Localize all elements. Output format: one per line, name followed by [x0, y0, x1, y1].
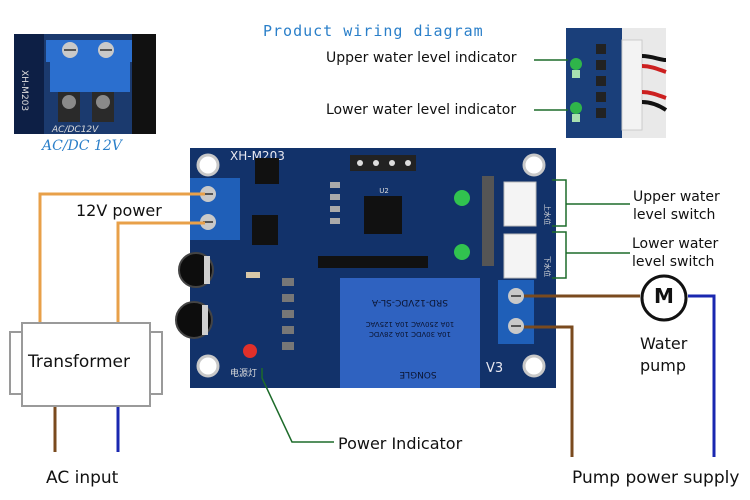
ac-input-label: AC input: [46, 468, 119, 488]
water-pump-label: Water pump: [640, 333, 687, 377]
lower-indicator-label: Lower water level indicator: [326, 102, 517, 118]
pump-line1: Water: [640, 334, 688, 353]
lower-connector-text: 下水位: [543, 256, 552, 277]
inset-caption: AC/DC 12V: [42, 138, 122, 154]
motor-icon: [640, 274, 688, 322]
upper-connector-text: 上水位: [543, 204, 552, 225]
board-version: V3: [486, 361, 503, 376]
lower-switch-label: Lower water level switch: [632, 235, 718, 271]
inset-indicator-photo: [566, 28, 668, 138]
relay-brand: SONGLE: [399, 369, 437, 379]
diagram-title: Product wiring diagram: [263, 22, 484, 40]
power-12v-label: 12V power: [76, 201, 162, 220]
upper-switch-label: Upper water level switch: [633, 188, 720, 224]
upper-switch-line1: Upper water: [633, 189, 720, 205]
power-led-text: 电源灯: [230, 367, 257, 379]
transformer-label: Transformer: [28, 352, 131, 372]
relay-model: SRD-12VDC-SL-A: [371, 297, 448, 307]
relay-rating-1: 10A 250VAC 10A 125VAC: [366, 320, 455, 328]
power-indicator-label: Power Indicator: [338, 434, 463, 453]
upper-indicator-label: Upper water level indicator: [326, 50, 517, 66]
inset-terminal-photo: XH-M203 AC/DC12V: [14, 34, 156, 135]
inset-board-label-bottom: AC/DC12V: [51, 125, 99, 135]
lower-switch-line1: Lower water: [632, 236, 719, 252]
pump-supply-label: Pump power supply: [572, 468, 740, 488]
upper-switch-line2: level switch: [633, 207, 716, 223]
inset-board-label-left: XH-M203: [19, 70, 29, 111]
motor-symbol: M: [654, 284, 674, 308]
pump-line2: pump: [640, 356, 687, 375]
lower-switch-line2: level switch: [632, 254, 715, 270]
chip-label: U2: [379, 187, 389, 195]
transformer-box: [9, 322, 163, 407]
pcb-board: XH-M203 V3 U2 上水位 下: [175, 148, 556, 388]
relay-rating-2: 10A 30VDC 10A 28VDC: [369, 330, 451, 338]
